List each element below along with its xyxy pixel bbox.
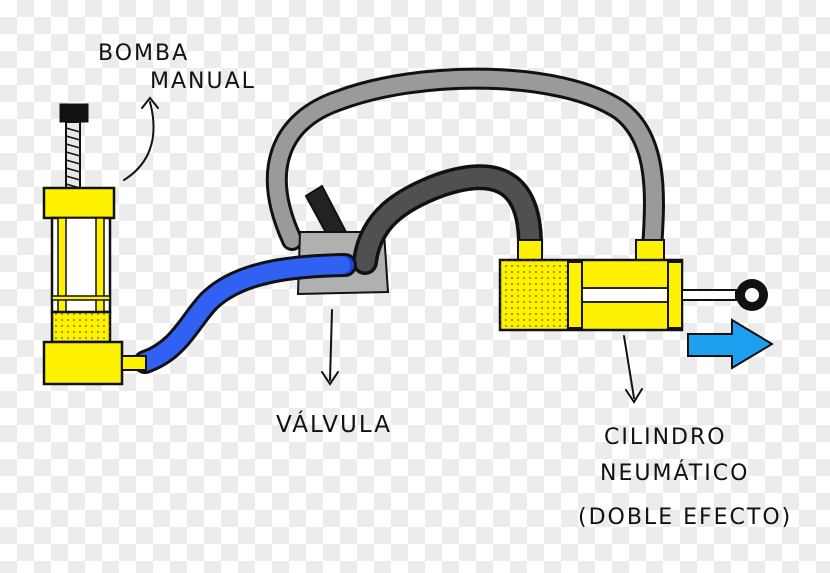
hand-pump xyxy=(42,103,147,386)
pump-label-line1: BOMBA xyxy=(98,41,189,66)
cylinder-label-line3: (DOBLE EFECTO) xyxy=(578,505,792,530)
cylinder-label-line1: CILINDRO xyxy=(604,425,727,450)
label-pointers xyxy=(123,96,643,404)
pneumatic-cylinder xyxy=(498,239,768,332)
valve-label: VÁLVULA xyxy=(276,410,392,438)
pump-label-line2: MANUAL xyxy=(150,69,256,94)
cylinder-label-line2: NEUMÁTICO xyxy=(600,460,749,486)
motion-arrow xyxy=(687,318,774,370)
